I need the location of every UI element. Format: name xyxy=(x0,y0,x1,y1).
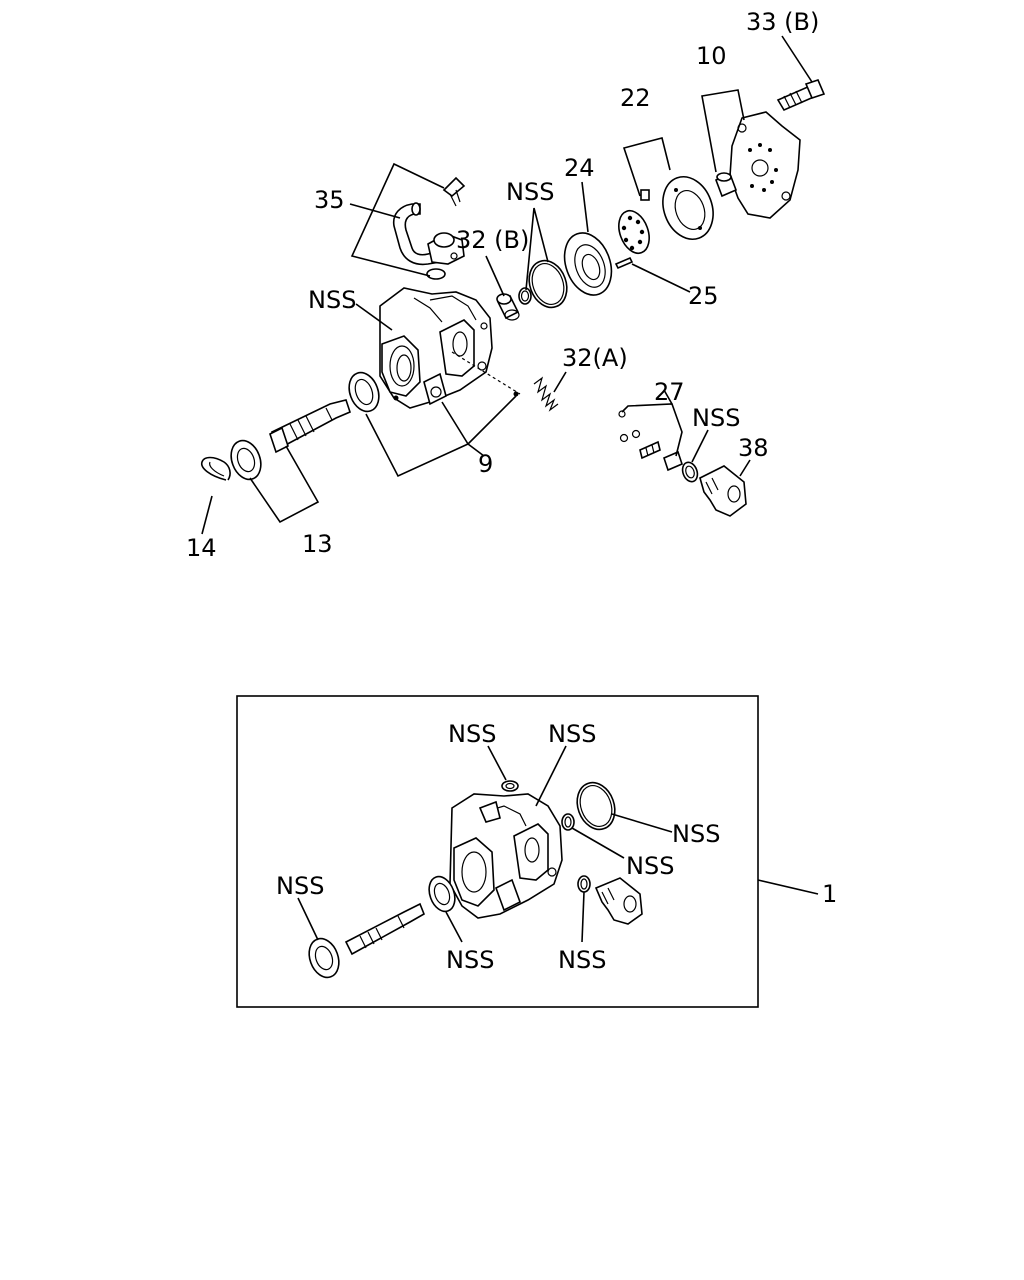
kit-nss-6-seal xyxy=(428,875,456,913)
part-9-pump-body xyxy=(379,287,521,409)
leader-kit-1 xyxy=(757,879,819,895)
part-10-bushing xyxy=(714,172,738,198)
leader-kit-nss-6 xyxy=(445,911,463,943)
label-nss-body: NSS xyxy=(308,286,356,314)
leader-kit-nss-7 xyxy=(581,891,585,943)
part-38-connector xyxy=(699,465,747,517)
leader-38 xyxy=(739,459,751,477)
kit-nss-4-o-ring xyxy=(561,813,575,831)
leader-kit-nss-5 xyxy=(297,897,319,941)
leader-33b xyxy=(781,35,813,83)
part-35-suction-connector xyxy=(392,176,466,280)
label-nss-top: NSS xyxy=(506,178,554,206)
kit-connector xyxy=(594,877,643,925)
label-14: 14 xyxy=(186,534,217,562)
part-9-dot-a xyxy=(393,395,399,401)
kit-shaft xyxy=(344,902,426,956)
label-24: 24 xyxy=(564,154,595,182)
leader-kit-nss-4 xyxy=(571,827,625,859)
part-24-pressure-plate xyxy=(563,232,613,296)
leader-kit-nss-1 xyxy=(487,745,507,781)
part-25-pin xyxy=(614,256,634,270)
part-14-snap-ring xyxy=(201,456,231,481)
kit-label-nss-2: NSS xyxy=(548,720,596,748)
kit-nss-7-o-ring xyxy=(577,875,591,893)
leader-nss-38 xyxy=(691,429,709,463)
part-27-valve-set xyxy=(618,410,683,472)
leader-32a xyxy=(553,371,567,393)
kit-label-nss-1: NSS xyxy=(448,720,496,748)
leader-24 xyxy=(581,181,589,233)
nss-38-o-ring xyxy=(681,461,699,483)
label-35: 35 xyxy=(314,186,345,214)
kit-label-nss-7: NSS xyxy=(558,946,606,974)
label-22: 22 xyxy=(620,84,651,112)
label-13: 13 xyxy=(302,530,333,558)
kit-label-nss-3: NSS xyxy=(672,820,720,848)
kit-label-nss-5: NSS xyxy=(276,872,324,900)
leader-kit-nss-2 xyxy=(535,745,567,807)
kit-label-nss-4: NSS xyxy=(626,852,674,880)
part-22-rotor xyxy=(618,189,650,255)
bracket-22 xyxy=(622,137,671,197)
leader-14 xyxy=(201,495,213,535)
part-9-oil-seal xyxy=(348,371,380,413)
leader-35 xyxy=(349,203,401,219)
label-nss-38: NSS xyxy=(692,404,740,432)
bracket-9 xyxy=(365,395,517,478)
nss-top-o-rings xyxy=(518,259,568,309)
part-9-dot-b xyxy=(513,391,519,397)
kit-nss-3-o-ring xyxy=(576,781,616,831)
part-22-cam-ring xyxy=(662,176,714,240)
label-kit-1: 1 xyxy=(822,880,837,908)
leader-32b xyxy=(485,255,505,297)
leader-25 xyxy=(631,263,691,293)
kit-frame xyxy=(236,695,759,1008)
label-32b: 32 (B) xyxy=(456,226,529,254)
part-33b-bolt xyxy=(776,79,826,112)
kit-pump-body xyxy=(449,793,563,919)
part-13-bearing xyxy=(230,439,262,481)
label-38: 38 xyxy=(738,434,769,462)
label-32a: 32(A) xyxy=(562,344,628,372)
label-25: 25 xyxy=(688,282,719,310)
kit-label-nss-6: NSS xyxy=(446,946,494,974)
bracket-10 xyxy=(701,89,745,173)
label-10: 10 xyxy=(696,42,727,70)
part-32a-spring xyxy=(533,376,559,412)
leader-kit-nss-3 xyxy=(611,813,673,833)
part-32b-plug xyxy=(496,293,520,321)
label-9: 9 xyxy=(478,450,493,478)
kit-nss-1-o-ring xyxy=(501,780,519,792)
bracket-27 xyxy=(621,389,683,457)
leader-nss-body xyxy=(355,303,393,331)
label-27: 27 xyxy=(654,378,685,406)
part-13-shaft xyxy=(269,399,351,454)
part-10-end-cover xyxy=(729,111,801,219)
label-33b: 33 (B) xyxy=(746,8,819,36)
bracket-13 xyxy=(249,445,320,524)
kit-nss-5-seal xyxy=(308,937,340,979)
leader-nss-top xyxy=(525,207,549,291)
